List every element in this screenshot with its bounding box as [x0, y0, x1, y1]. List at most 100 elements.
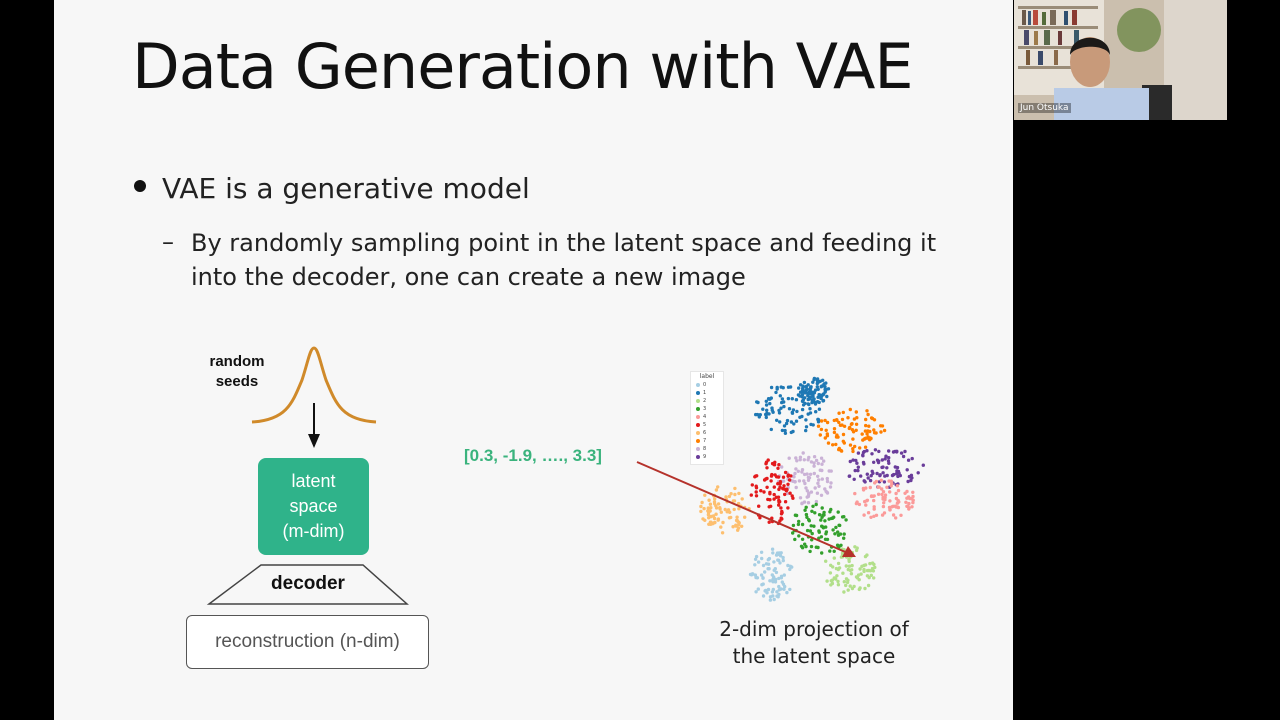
scatter-point [785, 418, 790, 423]
scatter-point [853, 545, 857, 549]
scatter-point [776, 482, 780, 486]
scatter-point [862, 437, 866, 441]
scatter-point [803, 508, 807, 512]
scatter-point [803, 396, 807, 400]
scatter-point [786, 474, 790, 478]
scatter-point [817, 484, 821, 488]
scatter-point [798, 496, 803, 500]
scatter-point [804, 418, 808, 422]
scatter-point [798, 455, 803, 459]
scatter-point [764, 562, 769, 566]
scatter-point [851, 449, 855, 454]
scatter-point [762, 490, 766, 494]
scatter-point [903, 449, 907, 454]
scatter-point [780, 509, 784, 514]
scatter-point [887, 505, 892, 510]
scatter-point [880, 513, 885, 517]
scatter-point [769, 479, 773, 483]
scatter-point [786, 482, 790, 486]
scatter-point [764, 415, 768, 420]
scatter-point [831, 443, 835, 447]
scatter-point [772, 568, 776, 572]
scatter-point [858, 567, 862, 571]
scatter-point [876, 492, 881, 496]
scatter-point [776, 475, 781, 479]
scatter-point [834, 525, 838, 530]
scatter-point [864, 423, 868, 428]
scatter-point [803, 391, 807, 395]
scatter-point [842, 536, 846, 540]
scatter-point [769, 385, 774, 390]
scatter-point [823, 519, 827, 523]
scatter-point [844, 583, 848, 588]
latent-space-box: latent space (m-dim) [258, 458, 369, 555]
scatter-point [772, 577, 776, 581]
scatter-point [888, 499, 892, 503]
legend-item-2: 2 [696, 398, 706, 404]
scatter-point [866, 476, 870, 480]
scatter-point [820, 551, 824, 555]
scatter-point [810, 531, 814, 536]
scatter-point [882, 480, 887, 484]
scatter-point [750, 483, 754, 487]
slide-title: Data Generation with VAE [132, 30, 914, 103]
scatter-point [814, 545, 818, 549]
scatter-point [781, 386, 785, 390]
scatter-point [782, 573, 786, 577]
scatter-point [737, 491, 741, 496]
scatter-point [813, 388, 818, 392]
scatter-point [760, 556, 764, 561]
scatter-point [910, 456, 914, 461]
scatter-point [804, 505, 808, 509]
reconstruction-label: reconstruction (n-dim) [215, 631, 400, 652]
scatter-point [796, 522, 801, 527]
scatter-point [844, 518, 848, 522]
scatter-point [860, 564, 864, 568]
scatter-point [776, 558, 780, 562]
scatter-point [780, 397, 785, 401]
scatter-point [719, 510, 723, 514]
scatter-point [812, 524, 816, 528]
scatter-point [816, 424, 821, 428]
scatter-point [872, 460, 876, 464]
scatter-point [872, 428, 876, 432]
scatter-point [779, 506, 783, 510]
scatter-point [872, 507, 876, 511]
scatter-point [781, 555, 785, 560]
scatter-point [885, 485, 889, 489]
scatter-point [841, 571, 845, 575]
scatter-point [823, 385, 827, 389]
scatter-point [786, 385, 791, 389]
scatter-point [782, 587, 786, 591]
scatter-point [721, 520, 725, 525]
scatter-point [754, 494, 759, 498]
scatter-point [848, 459, 852, 464]
scatter-point [716, 518, 720, 522]
scatter-point [820, 477, 824, 481]
scatter-point [879, 430, 883, 434]
scatter-point [713, 497, 717, 501]
scatter-point [899, 451, 904, 455]
scatter-point [868, 478, 873, 483]
scatter-point [841, 432, 846, 437]
scatter-point [733, 486, 737, 491]
reconstruction-box: reconstruction (n-dim) [186, 615, 429, 669]
scatter-point [856, 465, 860, 469]
scatter-point [861, 453, 865, 457]
scatter-point [786, 506, 790, 510]
scatter-point [838, 523, 842, 528]
scatter-point [807, 390, 811, 394]
scatter-point [819, 535, 824, 539]
scatter-point [816, 474, 820, 478]
scatter-point [805, 528, 810, 533]
legend-label-3: 3 [703, 406, 707, 412]
legend-swatch-1 [696, 391, 700, 395]
scatter-point [882, 511, 887, 515]
scatter-point [765, 591, 769, 595]
latent-line-2: space [289, 496, 338, 516]
scatter-point [759, 489, 763, 493]
scatter-point [877, 485, 881, 489]
sub-bullet-dash: – [162, 228, 174, 256]
scatter-point [736, 526, 741, 530]
scatter-point [872, 498, 876, 503]
